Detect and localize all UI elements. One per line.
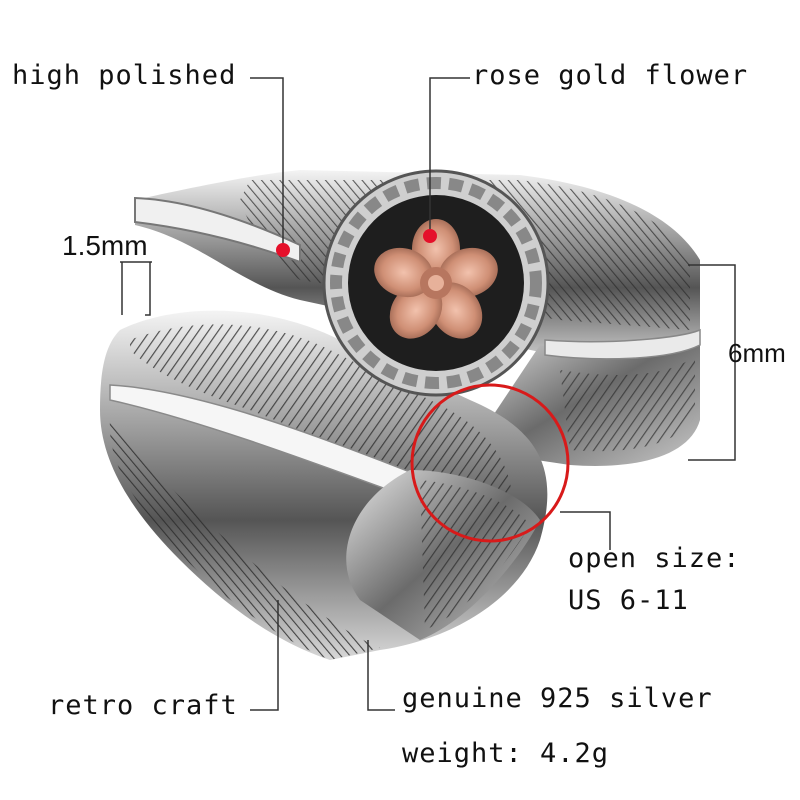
leader-lines bbox=[120, 77, 736, 711]
high-polished-marker bbox=[276, 243, 290, 257]
open-size-value: US 6-11 bbox=[568, 585, 689, 616]
material-label: genuine 925 silver bbox=[402, 683, 713, 714]
high-polished-label: high polished bbox=[12, 60, 237, 91]
rose-gold-flower-label: rose gold flower bbox=[472, 60, 749, 91]
band-width-label: 1.5mm bbox=[62, 230, 148, 261]
flower-setting bbox=[322, 169, 550, 397]
open-size-label: open size: bbox=[568, 543, 741, 574]
lower-feather bbox=[100, 310, 548, 660]
open-size-highlight-circle bbox=[410, 383, 570, 543]
flower-marker bbox=[423, 229, 437, 243]
rose-gold-flower bbox=[374, 219, 498, 339]
right-feather bbox=[470, 328, 701, 466]
face-height-label: 6mm bbox=[728, 338, 786, 368]
retro-craft-label: retro craft bbox=[48, 690, 238, 721]
weight-label: weight: 4.2g bbox=[402, 738, 610, 769]
